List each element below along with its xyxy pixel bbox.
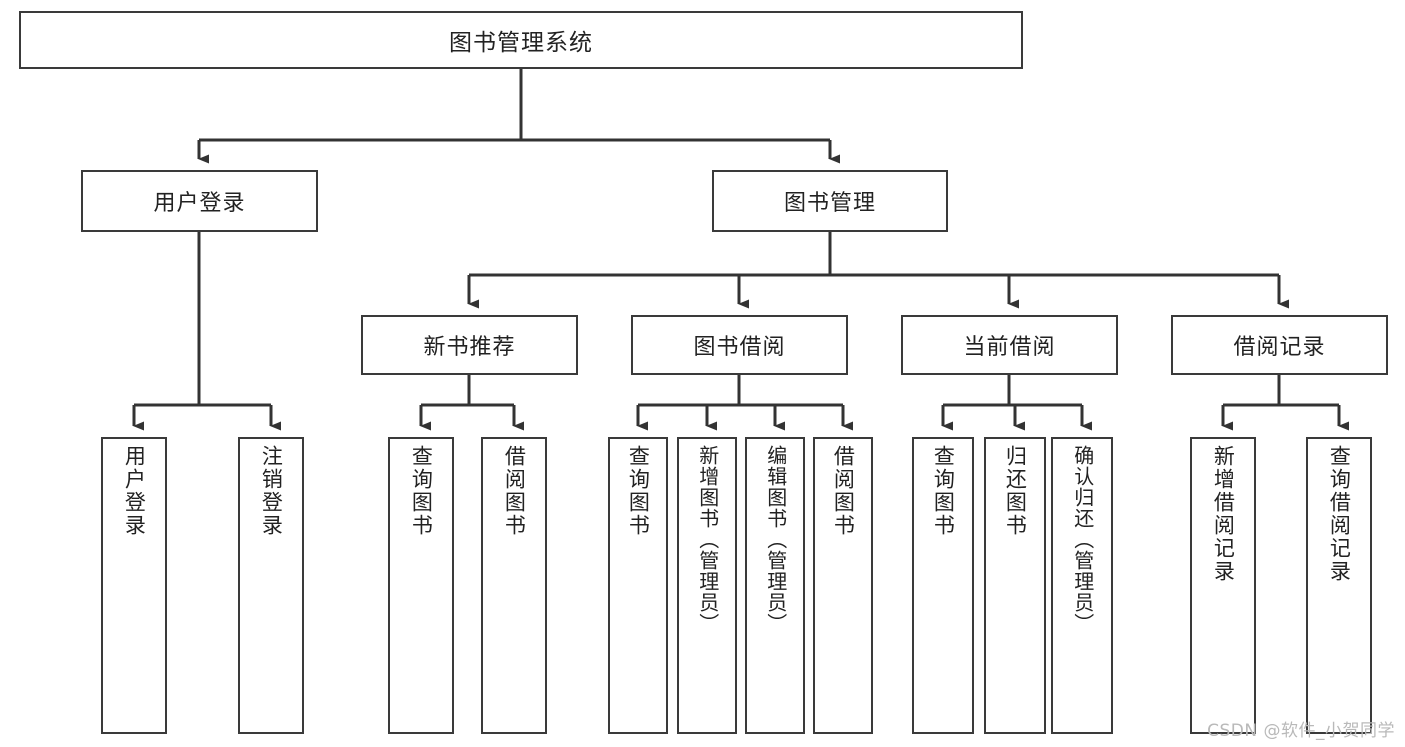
node-label: 查询图书 xyxy=(931,445,956,537)
node-leaf-add-borrow-record[interactable]: 新增借阅记录 xyxy=(1190,437,1256,734)
node-leaf-add-book-admin[interactable]: 新增图书（管理员） xyxy=(677,437,737,734)
node-book-management[interactable]: 图书管理 xyxy=(712,170,948,232)
node-leaf-confirm-return-admin[interactable]: 确认归还（管理员） xyxy=(1051,437,1113,734)
node-label: 查询借阅记录 xyxy=(1327,445,1352,583)
node-label: 新增借阅记录 xyxy=(1211,445,1236,583)
node-current-borrow[interactable]: 当前借阅 xyxy=(901,315,1118,375)
node-label: 借阅图书 xyxy=(831,445,856,537)
node-leaf-query-book-recommend[interactable]: 查询图书 xyxy=(388,437,454,734)
node-leaf-user-login[interactable]: 用户登录 xyxy=(101,437,167,734)
node-label: 确认归还（管理员） xyxy=(1070,445,1095,634)
node-new-book-recommendation[interactable]: 新书推荐 xyxy=(361,315,578,375)
node-leaf-edit-book-admin[interactable]: 编辑图书（管理员） xyxy=(745,437,805,734)
node-label: 查询图书 xyxy=(409,445,434,537)
csdn-watermark: CSDN @软件_小贺同学 xyxy=(1207,721,1395,741)
node-leaf-borrow-book-recommend[interactable]: 借阅图书 xyxy=(481,437,547,734)
node-root-book-management-system[interactable]: 图书管理系统 xyxy=(19,11,1023,69)
node-label: 新增图书（管理员） xyxy=(695,445,720,634)
node-label: 当前借阅 xyxy=(963,335,1056,360)
node-label: 图书管理系统 xyxy=(449,30,593,56)
node-leaf-return-book[interactable]: 归还图书 xyxy=(984,437,1046,734)
node-leaf-query-borrow-record[interactable]: 查询借阅记录 xyxy=(1306,437,1372,734)
node-label: 用户登录 xyxy=(153,191,246,216)
node-label: 用户登录 xyxy=(122,445,147,537)
node-leaf-borrow-book-borrow[interactable]: 借阅图书 xyxy=(813,437,873,734)
node-borrow-record[interactable]: 借阅记录 xyxy=(1171,315,1388,375)
node-leaf-query-book-borrow[interactable]: 查询图书 xyxy=(608,437,668,734)
node-book-borrow[interactable]: 图书借阅 xyxy=(631,315,848,375)
node-label: 图书管理 xyxy=(783,191,876,216)
node-leaf-logout[interactable]: 注销登录 xyxy=(238,437,304,734)
node-label: 注销登录 xyxy=(259,445,284,537)
node-label: 借阅图书 xyxy=(502,445,527,537)
node-label: 图书借阅 xyxy=(693,335,786,360)
node-label: 新书推荐 xyxy=(423,335,516,360)
node-label: 编辑图书（管理员） xyxy=(763,445,788,634)
node-leaf-query-book-current[interactable]: 查询图书 xyxy=(912,437,974,734)
node-label: 借阅记录 xyxy=(1233,335,1326,360)
node-label: 归还图书 xyxy=(1003,445,1028,537)
node-user-login[interactable]: 用户登录 xyxy=(81,170,318,232)
node-label: 查询图书 xyxy=(626,445,651,537)
